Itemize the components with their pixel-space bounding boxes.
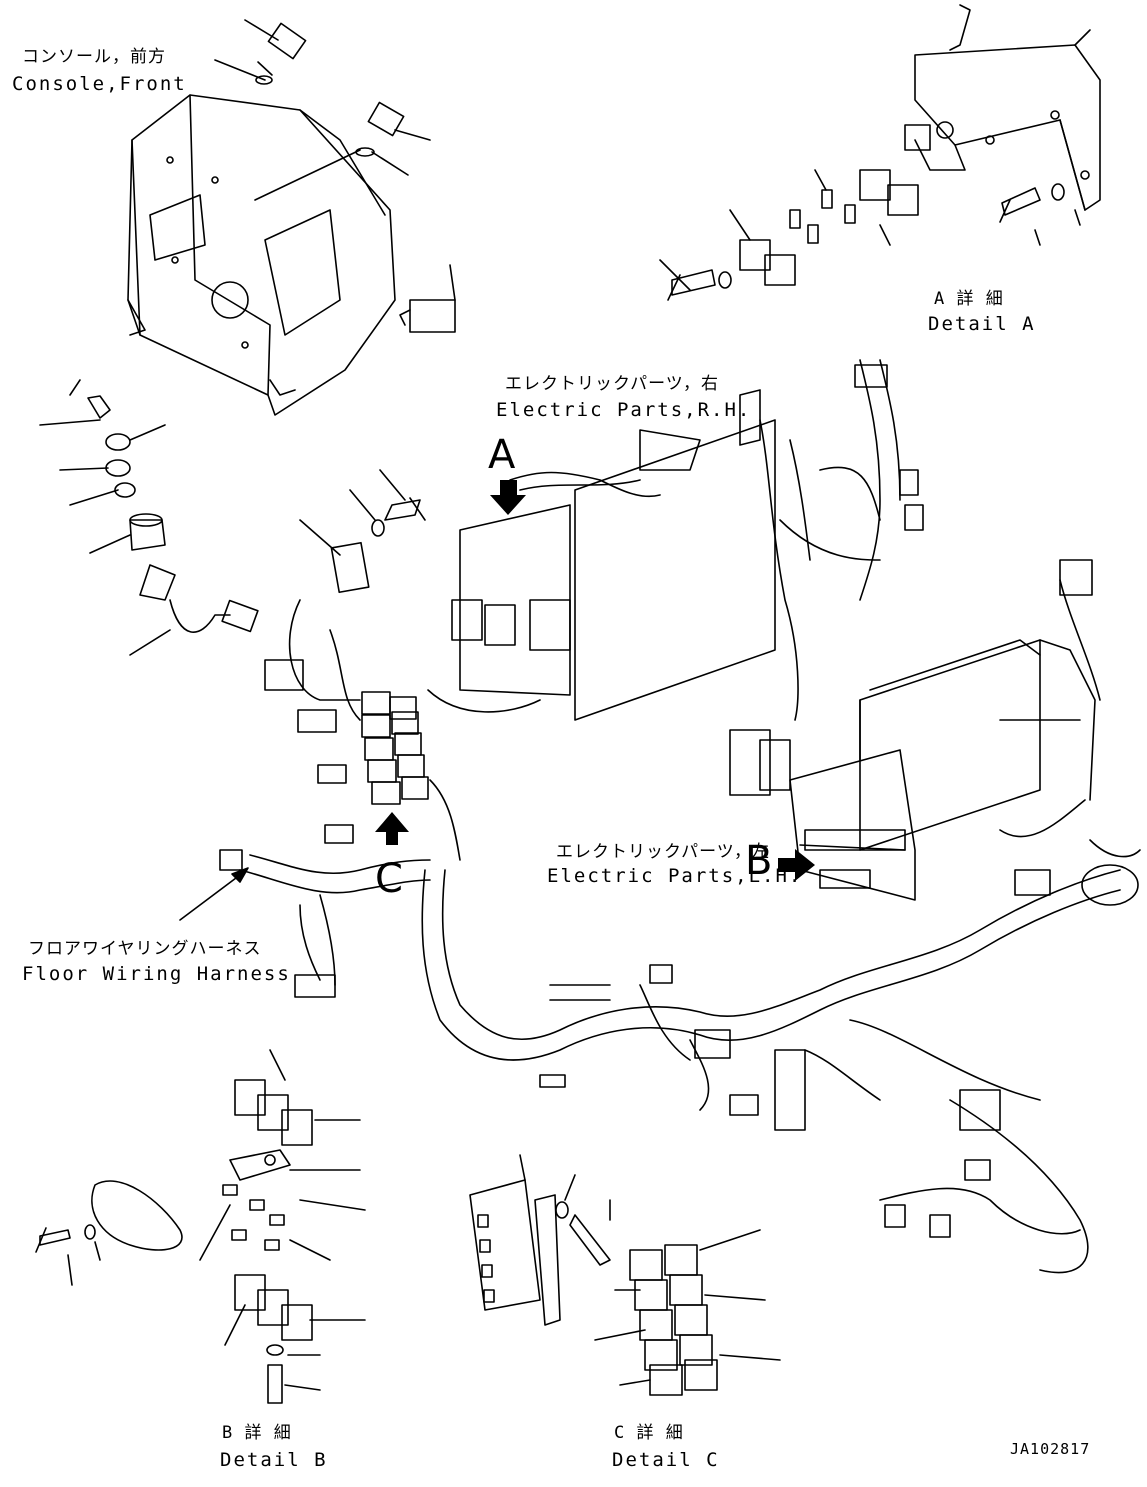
detail-a-relays: [730, 170, 918, 285]
bolt-washer-mid: [300, 470, 425, 592]
detail-a-label-jp: A 詳 細: [934, 289, 1004, 309]
detail-a-bracket: [905, 5, 1100, 210]
callout-c: C: [375, 856, 403, 902]
detail-a-bolts: [660, 184, 1080, 300]
floor-harness-pointer: [180, 875, 240, 920]
detail-c-parts: [470, 1155, 780, 1395]
console-switch-top: [215, 20, 306, 84]
detail-c-label-jp: C 詳 細: [614, 1423, 684, 1443]
detail-b-label-en: Detail B: [220, 1449, 328, 1471]
floor-harness-trunk: [220, 850, 1120, 1273]
callout-a: A: [488, 432, 516, 478]
console-front-label-jp: コンソール，前方: [22, 47, 166, 67]
electric-rh-label-jp: エレクトリックパーツ，右: [505, 374, 719, 394]
drawing-code: JA102817: [1010, 1440, 1091, 1458]
electric-rh-label-en: Electric Parts,R.H.: [496, 399, 752, 421]
electric-lh-label-en: Electric Parts,L.H.: [547, 865, 803, 887]
relay-cluster-c: [265, 600, 540, 860]
console-front-label-en: Console,Front: [12, 73, 187, 95]
detail-c-label-en: Detail C: [612, 1449, 720, 1471]
detail-a-label-en: Detail A: [928, 313, 1036, 335]
console-connector: [400, 265, 455, 332]
floor-harness-label-jp: フロアワイヤリングハーネス: [28, 939, 262, 959]
key-switch-assembly: [40, 380, 258, 655]
electric-parts-lh: [730, 560, 1140, 905]
electric-lh-label-jp: エレクトリックパーツ，左: [556, 842, 770, 862]
right-harness-upper: [780, 360, 923, 600]
arrow-b: [778, 849, 815, 881]
detail-b-label-jp: B 詳 細: [222, 1423, 292, 1443]
callout-b: B: [745, 838, 773, 884]
arrow-a: [490, 480, 526, 515]
arrow-c: [375, 812, 409, 845]
console-switch-mid: [356, 102, 430, 175]
electric-parts-rh: [452, 390, 810, 720]
console-front-panel: [128, 95, 395, 415]
floor-harness-label-en: Floor Wiring Harness: [22, 963, 291, 985]
detail-b-parts: [36, 1050, 365, 1403]
floor-harness-pointer-head: [232, 868, 248, 882]
